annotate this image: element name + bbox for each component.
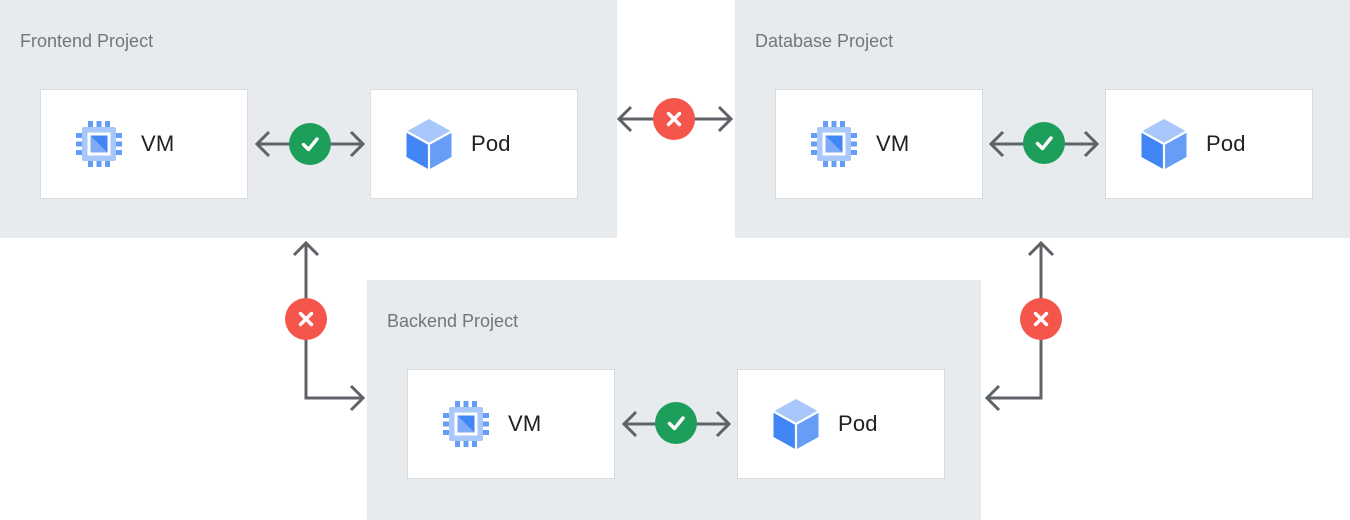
database-vm-pod-allowed-badge bbox=[1023, 122, 1065, 164]
frontend-pod-node: Pod bbox=[370, 89, 578, 199]
panel-title: Frontend Project bbox=[20, 31, 154, 51]
frontend-vm-pod-allowed-badge bbox=[289, 123, 331, 165]
check-icon bbox=[301, 137, 319, 152]
node-label: Pod bbox=[838, 411, 878, 436]
panel-backend-project: Backend Project VM Pod bbox=[367, 280, 981, 520]
pod-cube-icon bbox=[772, 398, 820, 449]
vm-chip-icon bbox=[811, 121, 857, 167]
database-backend-blocked-badge bbox=[1020, 298, 1062, 340]
panel-title: Backend Project bbox=[387, 311, 519, 331]
node-label: VM bbox=[508, 411, 542, 436]
x-icon bbox=[666, 111, 682, 127]
frontend-backend-blocked-badge bbox=[285, 298, 327, 340]
backend-pod-node: Pod bbox=[737, 369, 945, 479]
database-vm-node: VM bbox=[775, 89, 983, 199]
vm-chip-icon bbox=[76, 121, 122, 167]
vm-chip-icon bbox=[443, 401, 489, 447]
check-icon bbox=[1035, 136, 1053, 151]
pod-cube-icon bbox=[1140, 118, 1188, 169]
pod-cube-icon bbox=[405, 118, 453, 169]
node-label: VM bbox=[141, 131, 175, 156]
database-pod-node: Pod bbox=[1105, 89, 1313, 199]
node-label: Pod bbox=[1206, 131, 1246, 156]
node-label: VM bbox=[876, 131, 910, 156]
node-label: Pod bbox=[471, 131, 511, 156]
backend-vm-pod-allowed-badge bbox=[655, 402, 697, 444]
panel-title: Database Project bbox=[755, 31, 894, 51]
x-icon bbox=[1033, 311, 1049, 327]
frontend-vm-node: VM bbox=[40, 89, 248, 199]
backend-vm-node: VM bbox=[407, 369, 615, 479]
panel-frontend-project: Frontend Project VM Pod bbox=[0, 0, 617, 238]
frontend-database-blocked-badge bbox=[653, 98, 695, 140]
panel-database-project: Database Project VM Pod bbox=[735, 0, 1350, 238]
x-icon bbox=[298, 311, 314, 327]
check-icon bbox=[667, 416, 685, 431]
